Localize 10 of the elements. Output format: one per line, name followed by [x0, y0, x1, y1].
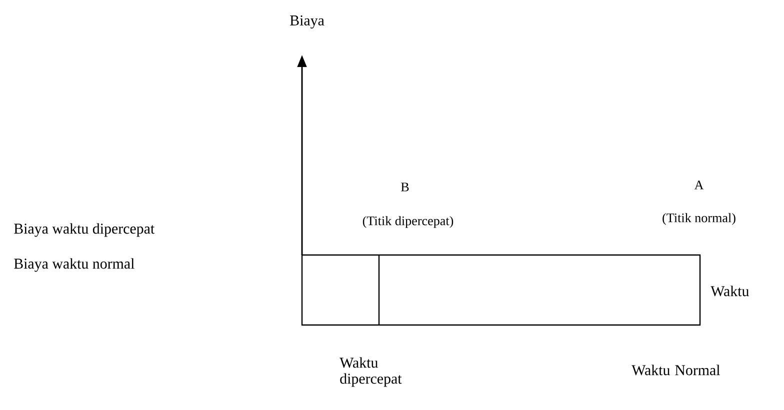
point-label: B	[401, 182, 409, 192]
time-label: Waktu Normal	[632, 364, 720, 376]
time-label: Waktu dipercepat	[340, 357, 402, 387]
axis-label: Waktu	[710, 286, 749, 296]
point-label: (Titik normal)	[662, 213, 736, 225]
cost-label: Biaya waktu dipercepat	[14, 223, 154, 237]
point-label: A	[694, 180, 704, 190]
cost-label: Biaya waktu normal	[14, 258, 134, 272]
point-label: (Titik dipercepat)	[362, 216, 454, 228]
axis-label: Biaya	[290, 15, 324, 29]
